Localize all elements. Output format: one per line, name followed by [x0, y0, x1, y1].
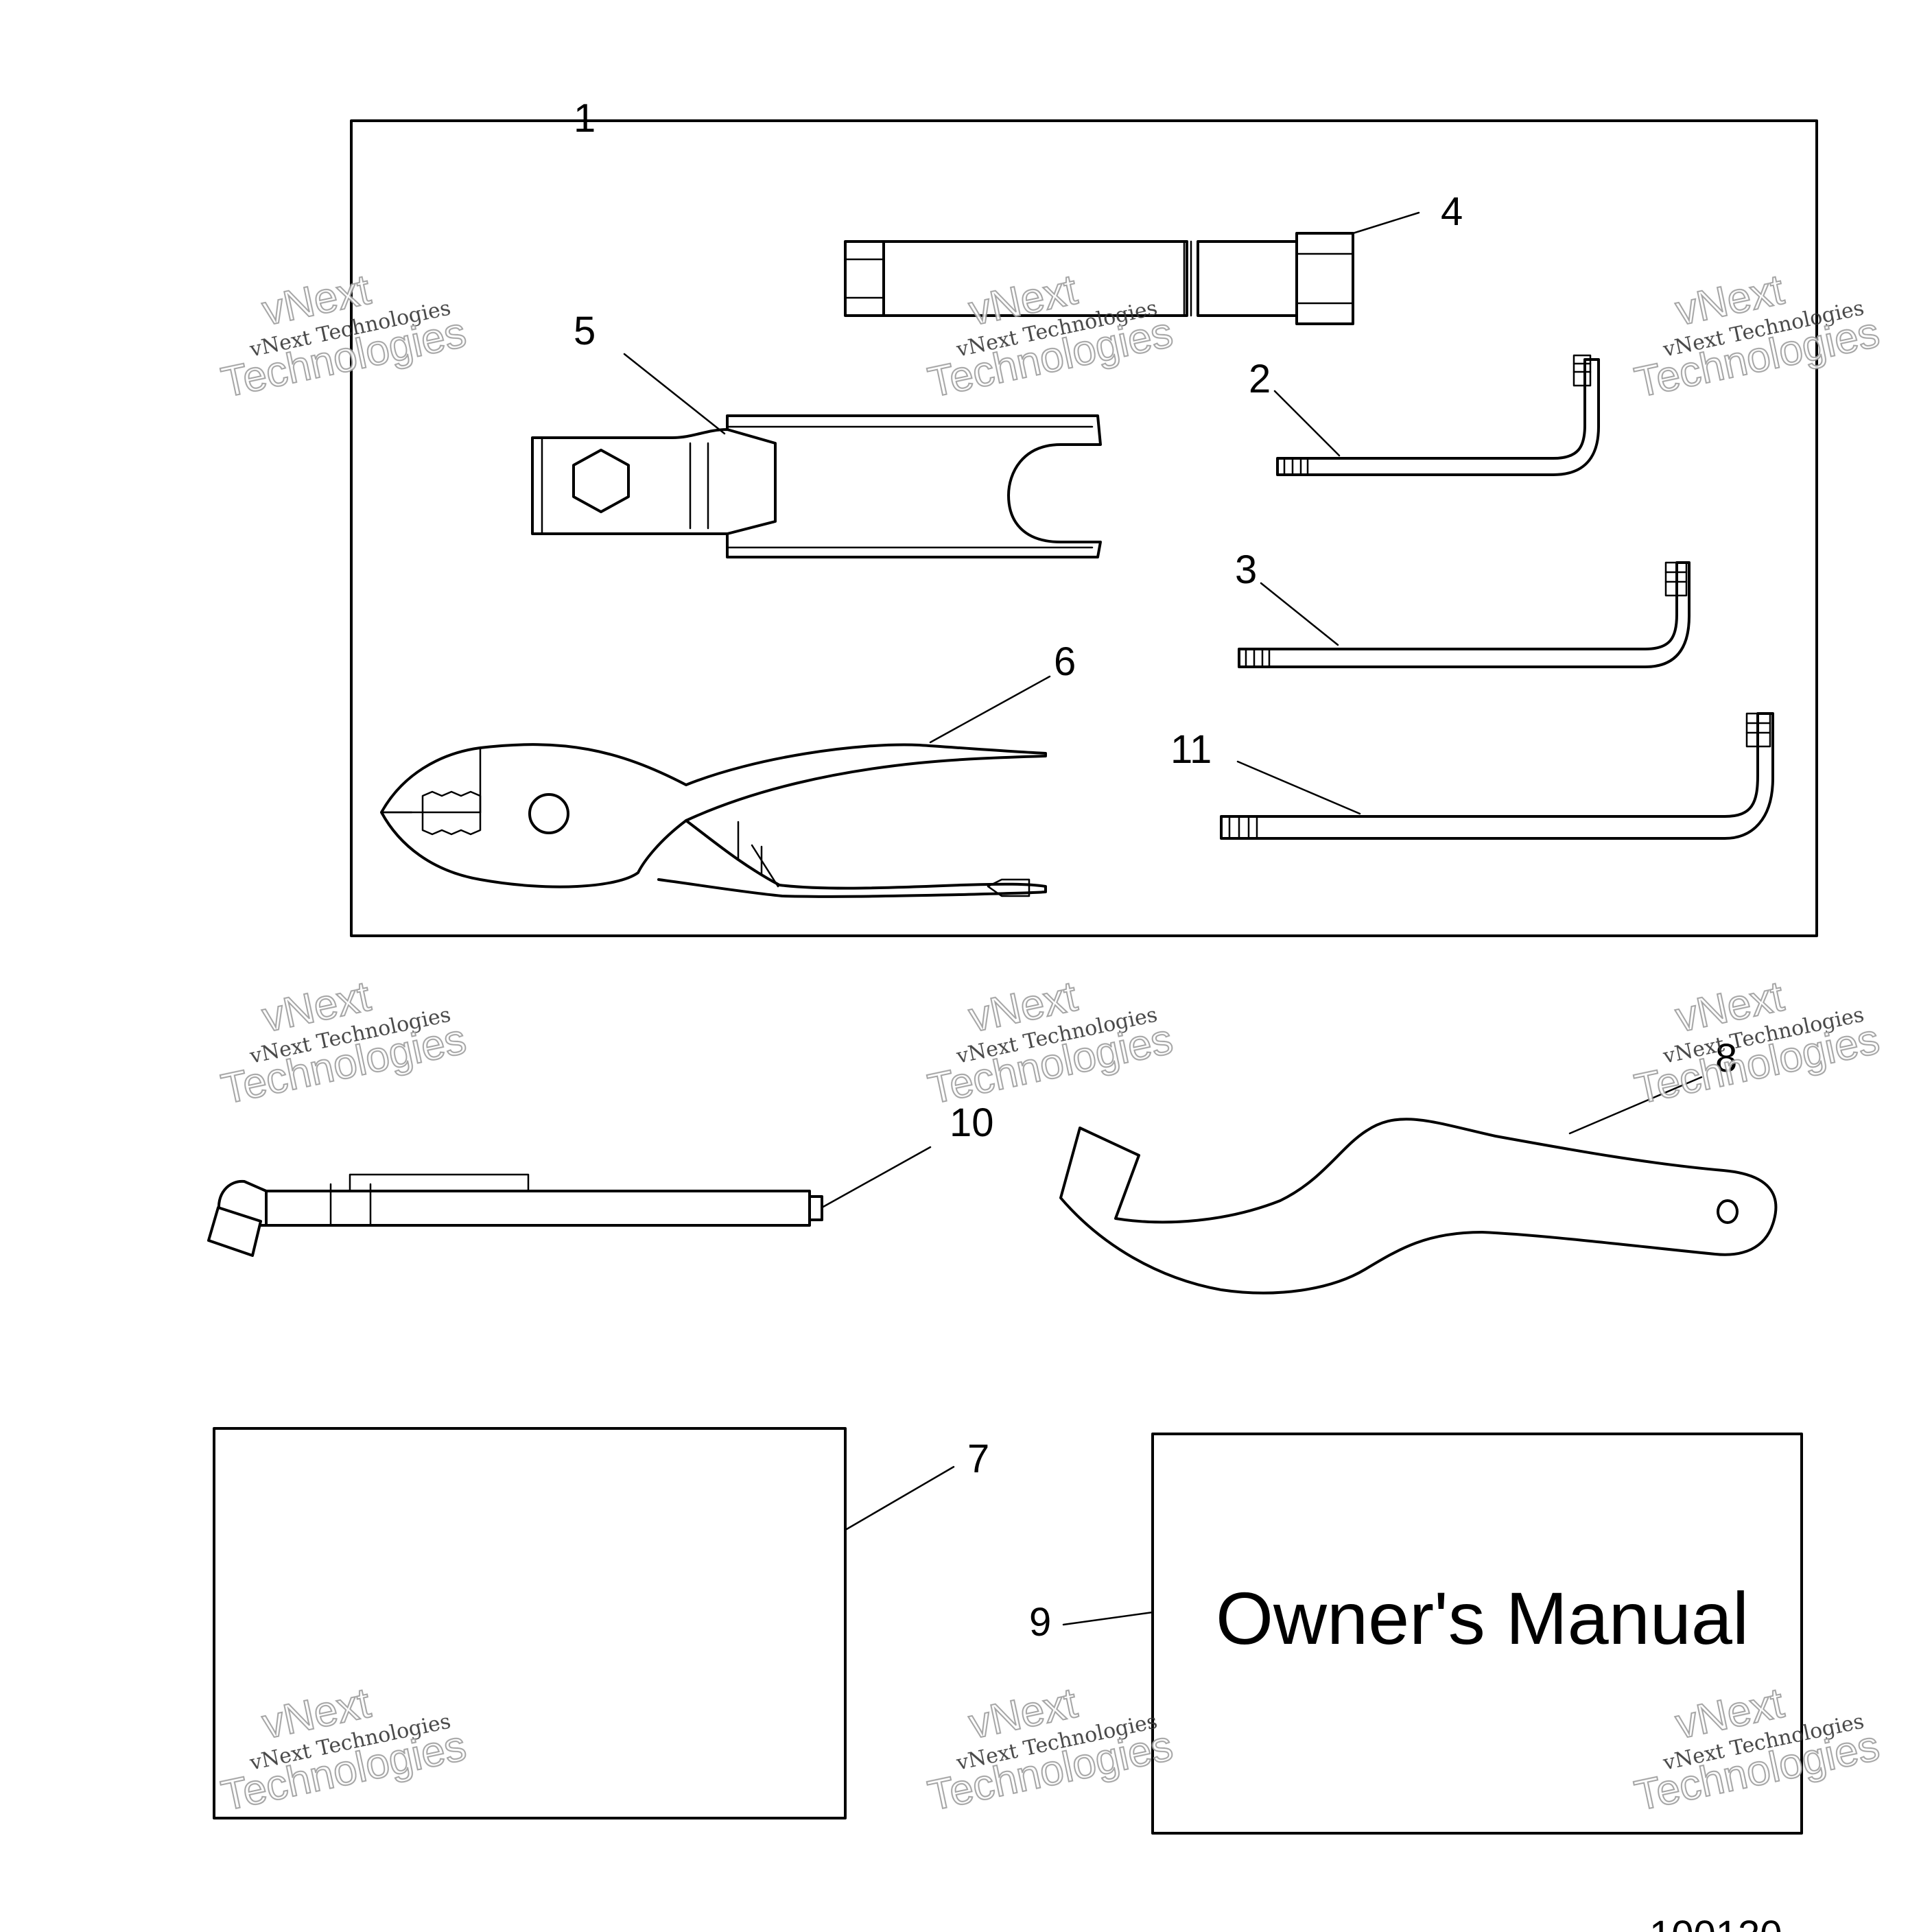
- spanner-wrench: [1059, 1118, 1778, 1295]
- label-1: 1: [574, 96, 596, 141]
- label-3: 3: [1235, 547, 1257, 592]
- watermark: vNext vNext Technologies Technologies: [1630, 1679, 1884, 1821]
- label-7: 7: [967, 1437, 989, 1481]
- watermark: vNext vNext Technologies Technologies: [1630, 972, 1884, 1114]
- spark-plug-socket: [844, 232, 1354, 325]
- document-7: [213, 1427, 847, 1819]
- label-9: 9: [1029, 1600, 1051, 1645]
- fork-adjuster-tool: [531, 414, 1102, 558]
- leader-lines: [623, 211, 1703, 1626]
- label-2: 2: [1249, 357, 1271, 401]
- watermark: vNext vNext Technologies Technologies: [923, 1679, 1177, 1821]
- figure-id: 100120: [1649, 1913, 1782, 1932]
- owners-manual-title: Owner's Manual: [1216, 1577, 1749, 1660]
- watermark: vNext vNext Technologies Technologies: [1630, 266, 1884, 408]
- label-11: 11: [1170, 727, 1212, 772]
- tire-pressure-gauge: [207, 1173, 823, 1257]
- label-6: 6: [1054, 639, 1076, 684]
- label-8: 8: [1715, 1036, 1737, 1081]
- watermark: vNext vNext Technologies Technologies: [217, 266, 471, 408]
- label-5: 5: [574, 309, 596, 353]
- tool-kit-box: [350, 119, 1818, 937]
- label-10: 10: [950, 1100, 994, 1145]
- watermark: vNext vNext Technologies Technologies: [217, 972, 471, 1114]
- hex-key-medium: [1238, 561, 1690, 668]
- hex-key-large: [1220, 712, 1774, 840]
- hex-key-small: [1276, 354, 1600, 476]
- pliers: [380, 743, 1047, 898]
- owners-manual: Owner's Manual: [1151, 1433, 1803, 1835]
- watermark: vNext vNext Technologies Technologies: [217, 1679, 471, 1821]
- label-4: 4: [1441, 189, 1463, 234]
- watermark: vNext vNext Technologies Technologies: [923, 266, 1177, 408]
- watermark: vNext vNext Technologies Technologies: [923, 972, 1177, 1114]
- watermark-brand: vNext: [1671, 266, 1787, 335]
